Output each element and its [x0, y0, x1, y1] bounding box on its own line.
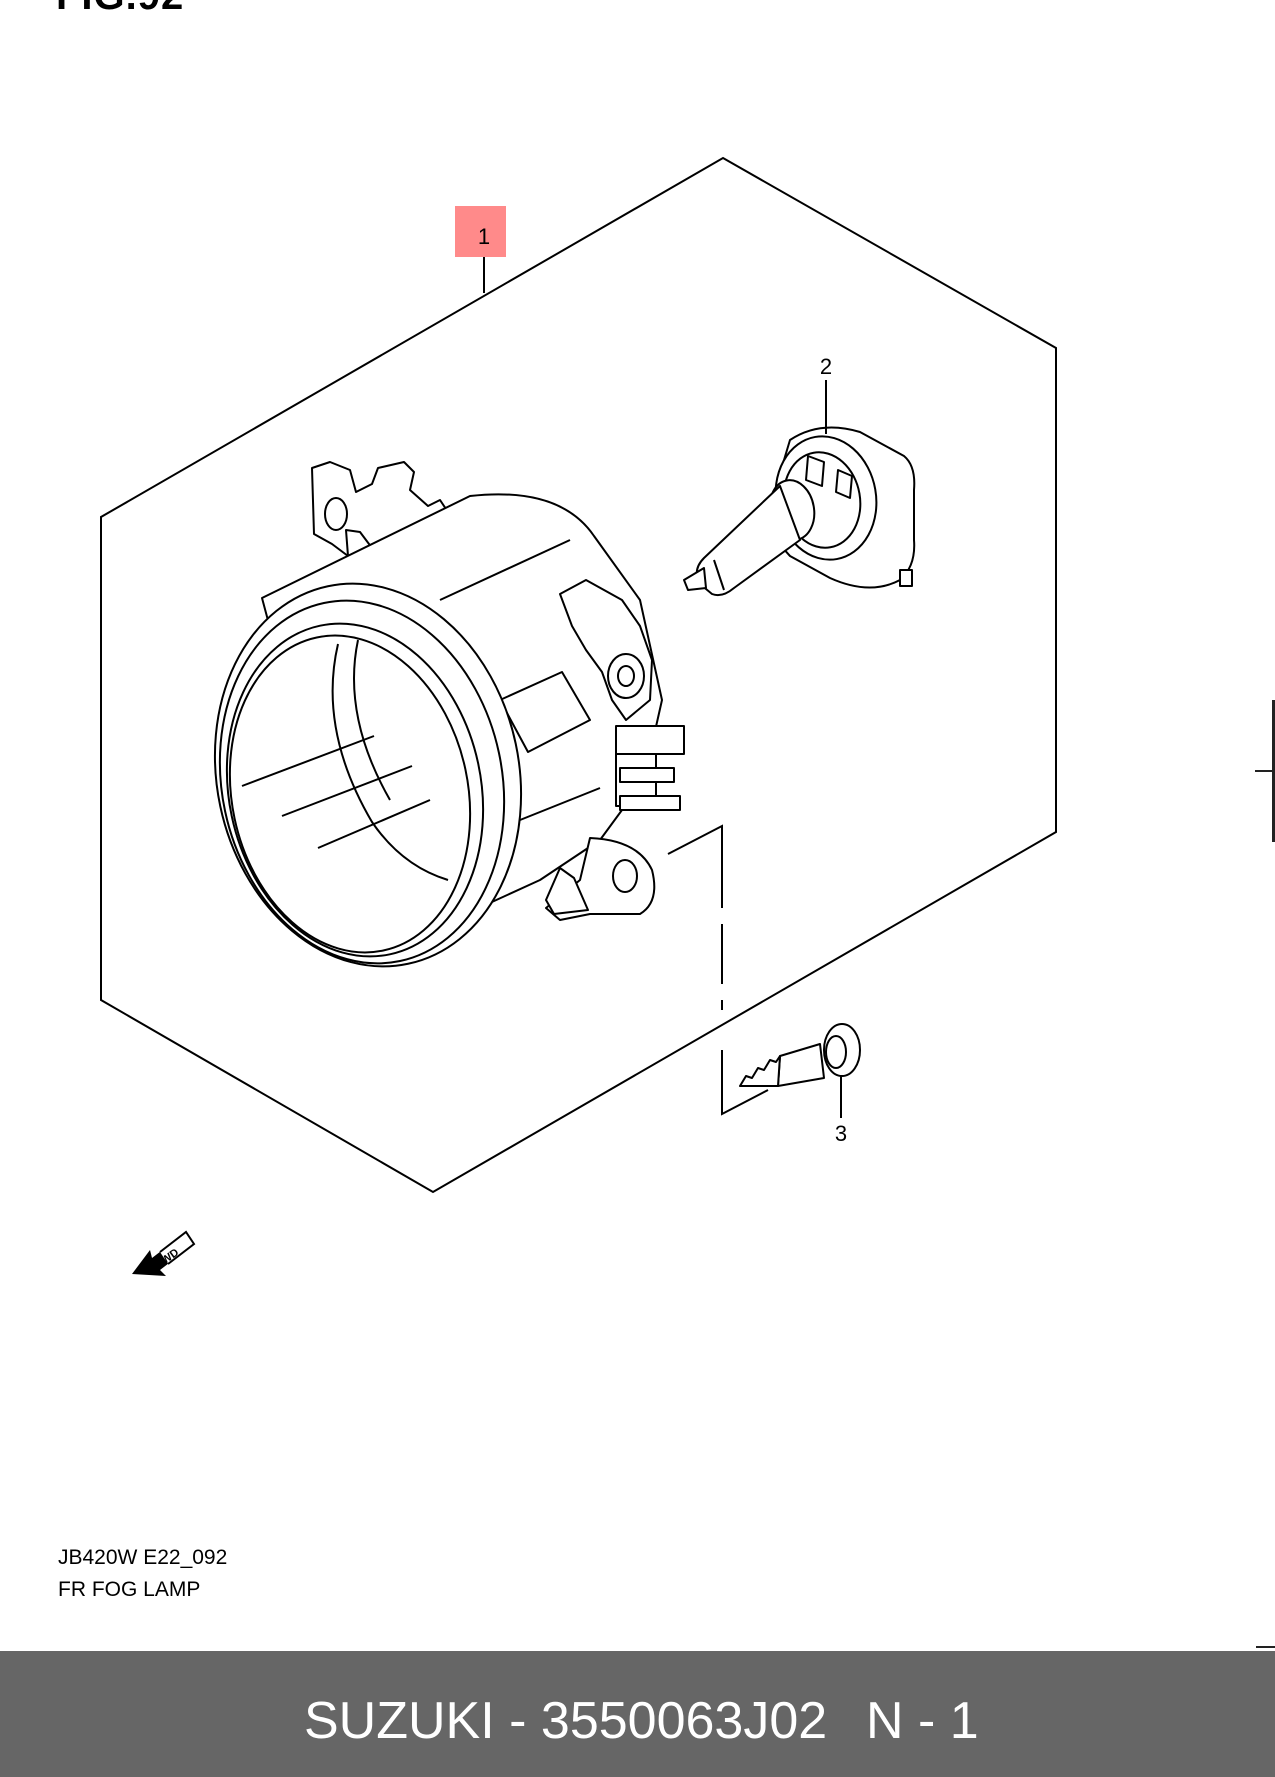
- callout-2-label: 2: [820, 354, 832, 379]
- callout-1-highlight: [455, 206, 506, 257]
- assembly-outline: [100, 156, 1057, 1194]
- mounting-line: [667, 824, 769, 1116]
- diagram-caption: JB420W E22_092 FR FOG LAMP: [58, 1542, 227, 1606]
- parts-diagram: 1 2 3 FWD: [100, 156, 1057, 1276]
- figure-title: FIG.92: [56, 0, 184, 19]
- footer-quantity-label: N - 1: [866, 1692, 979, 1750]
- footer-part-label: SUZUKI - 3550063J02: [304, 1692, 828, 1750]
- caption-code: JB420W E22_092: [58, 1546, 228, 1569]
- fwd-arrow-icon: FWD: [132, 1230, 196, 1276]
- caption-name: FR FOG LAMP: [58, 1578, 201, 1601]
- callout-3-label: 3: [835, 1121, 847, 1146]
- edge-tick-bottom: [1256, 1646, 1275, 1648]
- fog-lamp-lens: [213, 582, 523, 968]
- callout-1-label: 1: [478, 224, 490, 249]
- screw-part: [739, 1023, 861, 1087]
- edge-tick: [1255, 770, 1275, 772]
- bulb-part: [683, 426, 916, 597]
- footer-bar: SUZUKI - 3550063J02 N - 1: [0, 1651, 1275, 1777]
